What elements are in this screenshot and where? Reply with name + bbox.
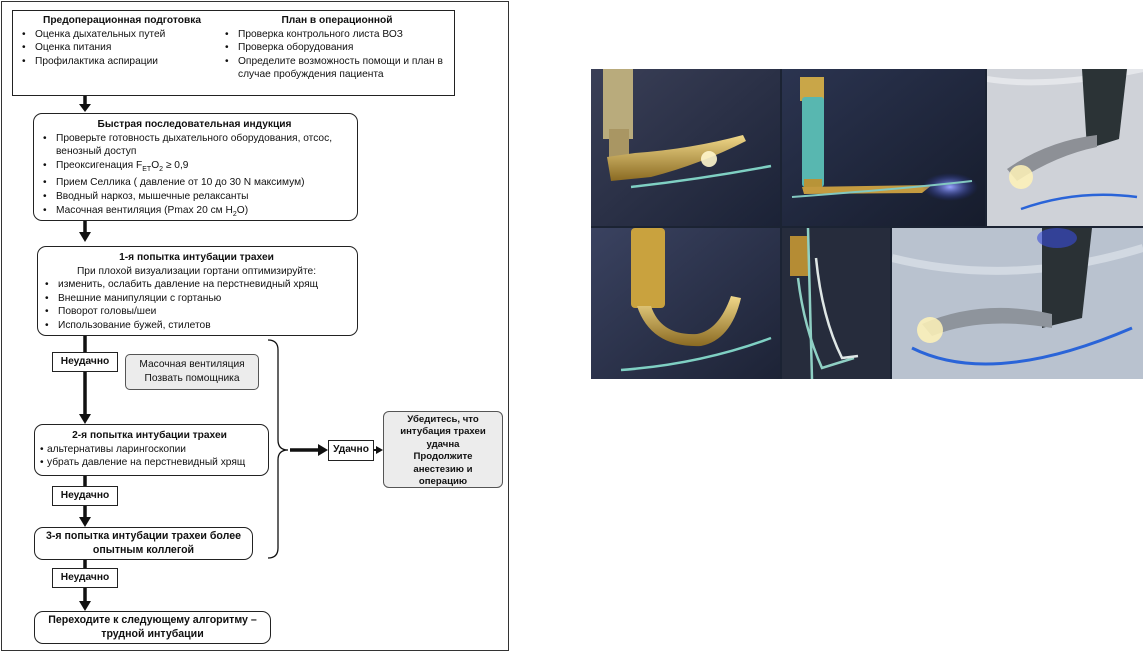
or-plan-item: Проверка оборудования: [222, 41, 452, 55]
fail1-box: Неудачно: [52, 352, 118, 372]
rsi-preox-prefix: Преоксигенация F: [56, 159, 143, 171]
confirm-line6: операцию: [418, 476, 468, 488]
rsi-preox-sub-2: 2: [159, 165, 164, 173]
rsi-item: Проверьте готовность дыхательного оборуд…: [40, 132, 349, 159]
preop-title: Предоперационная подготовка: [43, 15, 201, 26]
stylet-image: [782, 228, 890, 379]
success-box: Удачно: [328, 440, 374, 461]
mask-line1: Масочная вентиляция: [139, 359, 245, 370]
attempt1-box: 1-я попытка интубации трахеи При плохой …: [37, 246, 358, 336]
attempt1-list: изменить, ослабить давление на перстневи…: [42, 278, 351, 332]
or-plan-title: План в операционной: [281, 15, 393, 26]
or-plan-item: Проверка контрольного листа ВОЗ: [222, 28, 452, 42]
photo-stylet-close-up: [782, 228, 890, 379]
confirm-line5: анестезию и: [413, 463, 473, 475]
preop-item: Оценка дыхательных путей: [19, 28, 219, 42]
next-line2: трудной интубации: [101, 627, 204, 640]
dark-blade-image-1: [987, 69, 1143, 226]
confirm-line1: Убедитесь, что: [407, 414, 479, 425]
photo-laryngoscope-macintosh-gold: [591, 69, 780, 226]
confirm-line2: интубация трахеи: [400, 426, 486, 438]
next-line1: Переходите к следующему алгоритму –: [48, 614, 257, 626]
attempt2-title: 2-я попытка интубации трахеи: [72, 430, 227, 441]
rsi-mask-prefix: Масочная вентиляция (Pmax 20 см H: [56, 204, 233, 216]
mask-line2: Позвать помощника: [144, 372, 240, 384]
rsi-box: Быстрая последовательная индукция Провер…: [33, 113, 358, 221]
rsi-preox-sub-et: ET: [142, 165, 152, 173]
attempt2-item: убрать давление на перстневидный хрящ: [37, 456, 262, 470]
attempt2-list: альтернативы ларингоскопии убрать давлен…: [37, 443, 262, 470]
dark-blade-image-2: [892, 228, 1143, 379]
preop-section: Предоперационная подготовка Оценка дыхат…: [19, 14, 219, 68]
rsi-item: Прием Селлика ( давление от 10 до 30 N м…: [40, 176, 349, 190]
or-plan-section: План в операционной Проверка контрольног…: [222, 14, 452, 82]
attempt3-box: 3-я попытка интубации трахеи более опытн…: [34, 527, 253, 560]
attempt2-box: 2-я попытка интубации трахеи альтернатив…: [34, 424, 269, 476]
preop-item: Профилактика аспирации: [19, 55, 219, 69]
photo-laryngoscope-dark-blade-1: [987, 69, 1143, 226]
rsi-item: Преоксигенация FETO2 ≥ 0,9: [40, 159, 349, 177]
attempt1-item: Внешние манипуляции с гортанью: [42, 292, 351, 306]
attempt2-item: альтернативы ларингоскопии: [37, 443, 262, 457]
rsi-preox-suffix: ≥ 0,9: [163, 159, 189, 171]
laryngoscope-photo-collage: [591, 69, 1143, 379]
photo-laryngoscope-gold-blade: [591, 228, 780, 379]
confirm-line3: удачна: [426, 438, 460, 450]
fail2-box: Неудачно: [52, 486, 118, 506]
rsi-mask-suffix: O): [236, 204, 249, 216]
preparation-box: Предоперационная подготовка Оценка дыхат…: [12, 10, 455, 96]
attempt1-title: 1-я попытка интубации трахеи: [119, 252, 274, 263]
or-plan-item: Определите возможность помощи и план в с…: [222, 55, 452, 82]
laryngoscope-gold-image: [591, 69, 780, 226]
photo-laryngoscope-dark-blade-2: [892, 228, 1143, 379]
attempt1-item: Использование бужей, стилетов: [42, 319, 351, 333]
confirm-line4: Продолжите: [413, 451, 473, 463]
success-bracket: [267, 339, 289, 559]
rsi-item: Вводный наркоз, мышечные релаксанты: [40, 190, 349, 204]
rsi-preox-o: O: [151, 159, 160, 171]
rsi-item: Масочная вентиляция (Pmax 20 см H2O): [40, 204, 349, 222]
attempt3-line1: 3-я попытка интубации трахеи более: [45, 530, 241, 542]
laryngoscope-blue-light-image: [782, 69, 985, 226]
preop-list: Оценка дыхательных путей Оценка питания …: [19, 28, 219, 69]
attempt1-item: Поворот головы/шеи: [42, 305, 351, 319]
attempt1-item: изменить, ослабить давление на перстневи…: [42, 278, 351, 292]
rsi-title: Быстрая последовательная индукция: [97, 119, 292, 130]
photo-laryngoscope-blue-light: [782, 69, 985, 226]
next-algorithm-box: Переходите к следующему алгоритму – труд…: [34, 611, 271, 644]
attempt3-line2: опытным коллегой: [92, 543, 195, 556]
gold-blade-image: [591, 228, 780, 379]
preop-item: Оценка питания: [19, 41, 219, 55]
rsi-mask-sub: 2: [232, 210, 237, 218]
fail3-box: Неудачно: [52, 568, 118, 588]
confirm-box: Убедитесь, что интубация трахеи удачна П…: [383, 411, 503, 488]
mask-ventilation-box: Масочная вентиляция Позвать помощника: [125, 354, 259, 390]
flowchart-frame: [1, 1, 509, 651]
or-plan-list: Проверка контрольного листа ВОЗ Проверка…: [222, 28, 452, 82]
rsi-list: Проверьте готовность дыхательного оборуд…: [40, 132, 349, 222]
attempt1-subtitle: При плохой визуализации гортани оптимизи…: [76, 265, 317, 277]
